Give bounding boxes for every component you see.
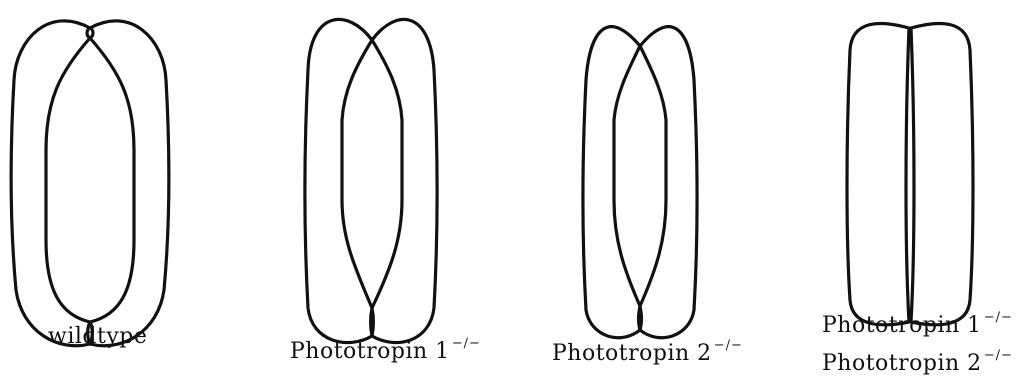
label-double-mutant-line-2: Phototropin 2−/−: [822, 348, 1013, 376]
label-text: Phototropin 1: [822, 313, 982, 338]
label-phototropin-2: Phototropin 2−/−: [552, 338, 743, 366]
guard-cell-left: [11, 21, 90, 346]
label-wildtype: wildtype: [48, 324, 147, 349]
genotype-superscript: −/−: [984, 348, 1013, 363]
guard-cell-right: [372, 19, 437, 342]
stoma-phot1: [305, 19, 437, 342]
label-text: Phototropin 2: [552, 341, 712, 366]
label-double-mutant-line-1: Phototropin 1−/−: [822, 310, 1013, 338]
genotype-superscript: −/−: [452, 336, 481, 351]
guard-cell-right: [90, 21, 169, 346]
label-text: wildtype: [48, 324, 147, 349]
stoma-phot2: [583, 27, 697, 338]
label-text: Phototropin 2: [822, 351, 982, 376]
guard-cell-left: [305, 19, 372, 342]
guard-cell-left: [583, 27, 640, 338]
label-text: Phototropin 1: [290, 339, 450, 364]
label-phototropin-1: Phototropin 1−/−: [290, 336, 481, 364]
genotype-superscript: −/−: [984, 310, 1013, 325]
stoma-phot1-phot2: [847, 23, 973, 324]
genotype-superscript: −/−: [714, 338, 743, 353]
stoma-wildtype: [11, 21, 169, 346]
guard-cell-right: [911, 23, 973, 324]
guard-cell-right: [640, 27, 697, 338]
guard-cell-left: [847, 23, 909, 324]
